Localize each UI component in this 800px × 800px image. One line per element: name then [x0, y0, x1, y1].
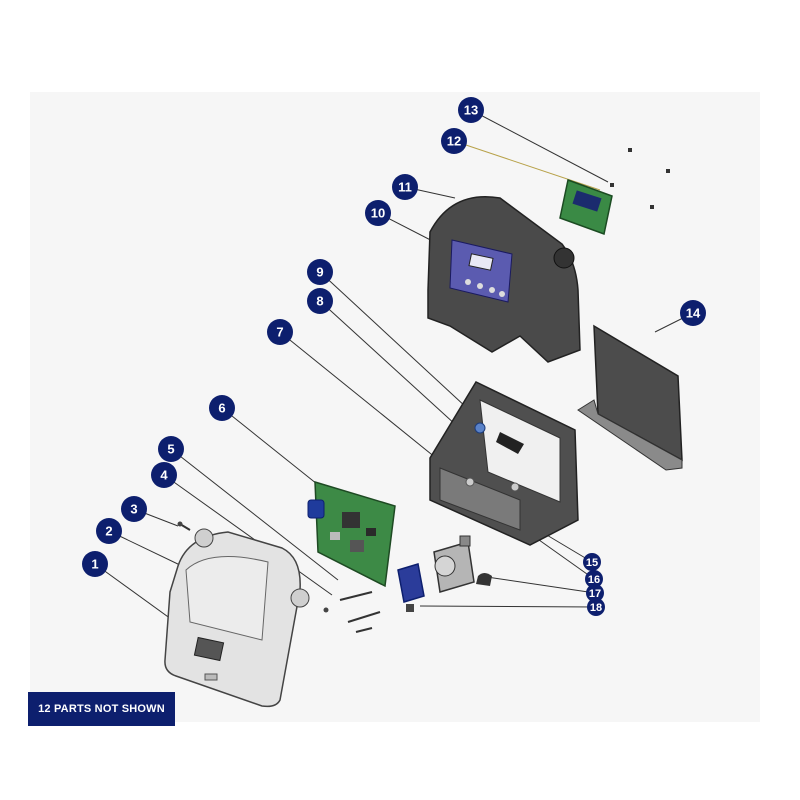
screw-3: [177, 521, 191, 531]
svg-text:3: 3: [130, 502, 137, 517]
screws-4-5: [323, 591, 381, 633]
svg-text:10: 10: [371, 206, 385, 221]
callout-1[interactable]: 1: [82, 551, 108, 577]
callout-9[interactable]: 9: [307, 259, 333, 285]
top-cover: [427, 196, 581, 363]
control-board: [307, 480, 396, 588]
svg-text:2: 2: [105, 524, 112, 539]
svg-text:14: 14: [686, 306, 701, 321]
callout-7[interactable]: 7: [267, 319, 293, 345]
front-cover: [164, 528, 310, 708]
svg-text:13: 13: [464, 103, 478, 118]
svg-text:18: 18: [590, 602, 602, 614]
svg-text:4: 4: [160, 468, 168, 483]
screws-13: [610, 148, 670, 209]
display-board: [559, 178, 613, 236]
callout-6[interactable]: 6: [209, 395, 235, 421]
housing-base: [429, 381, 579, 546]
svg-text:7: 7: [276, 325, 283, 340]
motor-assembly: [397, 535, 492, 612]
callout-12[interactable]: 12: [441, 128, 467, 154]
parts-not-shown-note: 12 PARTS NOT SHOWN: [28, 692, 175, 726]
svg-text:11: 11: [398, 180, 412, 195]
svg-text:1: 1: [91, 557, 98, 572]
callout-2[interactable]: 2: [96, 518, 122, 544]
svg-text:17: 17: [589, 588, 601, 600]
callout-16[interactable]: 16: [585, 570, 603, 588]
svg-text:8: 8: [316, 294, 323, 309]
callout-3[interactable]: 3: [121, 496, 147, 522]
callout-5[interactable]: 5: [158, 436, 184, 462]
callout-15[interactable]: 15: [583, 553, 601, 571]
back-panel: [577, 324, 683, 471]
callout-17[interactable]: 17: [586, 584, 604, 602]
callout-14[interactable]: 14: [680, 300, 706, 326]
svg-text:12: 12: [447, 134, 461, 149]
callout-4[interactable]: 4: [151, 462, 177, 488]
callout-18[interactable]: 18: [587, 598, 605, 616]
callout-13[interactable]: 13: [458, 97, 484, 123]
callout-8[interactable]: 8: [307, 288, 333, 314]
callout-10[interactable]: 10: [365, 200, 391, 226]
svg-text:15: 15: [586, 557, 598, 569]
svg-text:9: 9: [316, 265, 323, 280]
callout-11[interactable]: 11: [392, 174, 418, 200]
svg-text:6: 6: [218, 401, 225, 416]
svg-text:5: 5: [167, 442, 174, 457]
svg-text:16: 16: [588, 574, 600, 586]
